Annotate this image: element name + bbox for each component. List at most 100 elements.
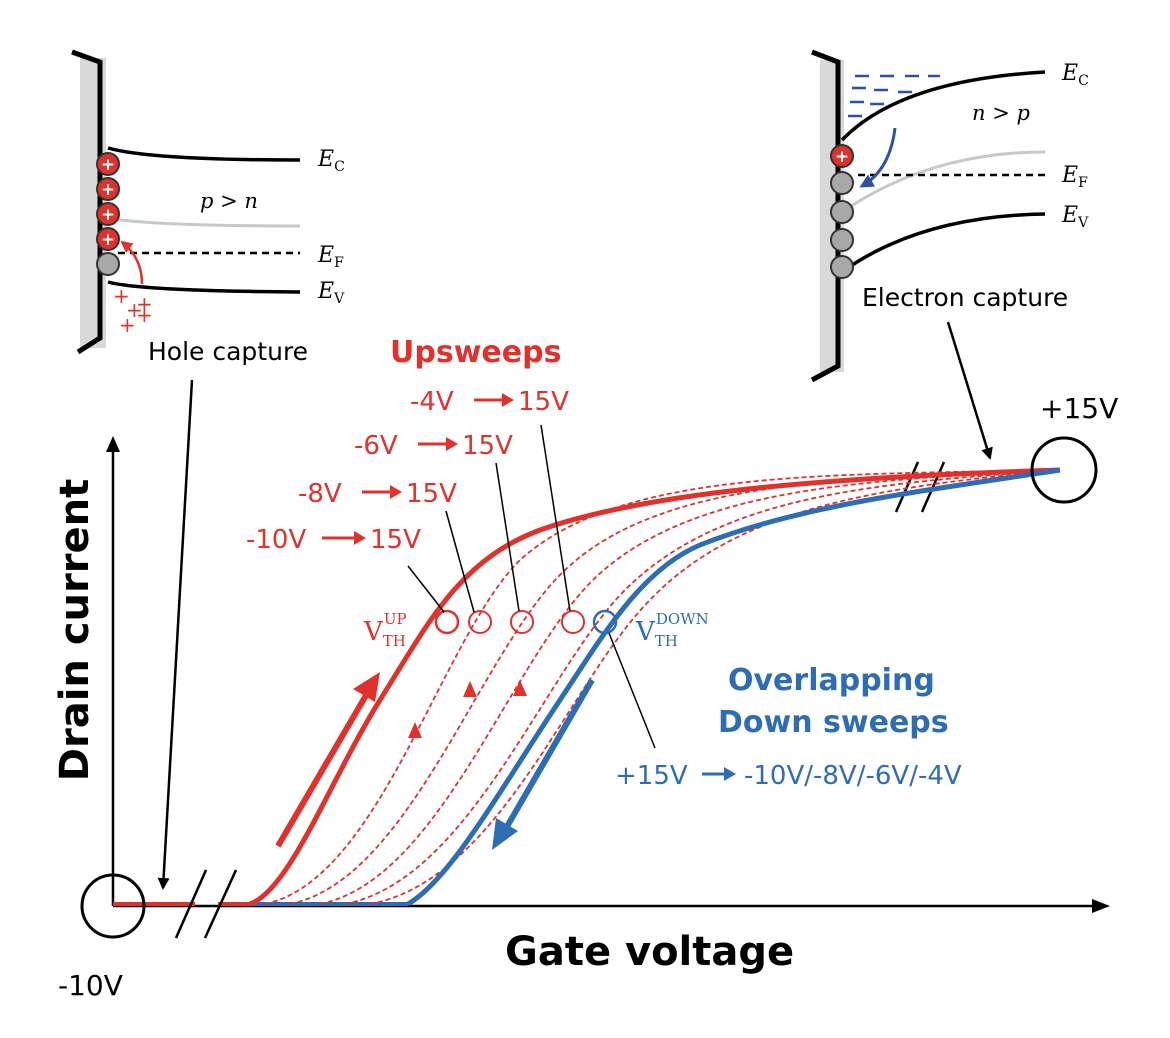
filled-trap [96, 227, 120, 251]
dashed-curve-arrow [513, 680, 527, 696]
free-electrons [848, 74, 940, 118]
interface-line-left [71, 49, 103, 355]
svg-text:-4V: -4V [410, 387, 454, 417]
valence-band-right [840, 212, 1046, 274]
x-axis-label: Gate voltage [505, 929, 794, 975]
downsweeps-title-line1: Overlapping [728, 663, 935, 698]
intrinsic-level-right [841, 150, 1046, 214]
electron-capture-band-diagram: + EC EF EV n > p Electron capture [810, 49, 1089, 460]
downsweep-direction-arrow [502, 678, 595, 832]
free-hole: + [119, 313, 136, 337]
end-voltage-marker [1030, 436, 1098, 504]
upsweep-curve-dashed [369, 469, 1061, 905]
leader-line [540, 424, 571, 612]
x-axis-break-mark [174, 869, 208, 939]
upsweep-curve-main [249, 467, 1061, 907]
upsweeps-title: Upsweeps [390, 335, 561, 370]
trap-plus: + [835, 147, 849, 167]
electron-trap-states: + [830, 144, 854, 279]
hole-capture-arrow [120, 240, 144, 285]
end-voltage-label: +15V [1040, 392, 1118, 425]
free-hole: + [136, 292, 153, 316]
downsweep-direction-arrowhead [492, 818, 518, 850]
intrinsic-level-left [107, 216, 301, 228]
svg-text:15V: 15V [462, 431, 513, 461]
vth-down-label: VTHDOWN [635, 610, 709, 650]
svg-text:15V: 15V [518, 387, 569, 417]
upsweep-direction-arrowhead [353, 672, 380, 702]
downsweeps-title-line2: Down sweeps [718, 705, 949, 740]
upsweep-curve-dashed [319, 469, 1061, 905]
ec-label-left: EC [317, 147, 345, 175]
free-hole: + [136, 303, 153, 327]
hole-capture-pointer [157, 379, 194, 890]
filled-trap [96, 152, 120, 176]
vth-sweep-marker [510, 610, 534, 634]
transfer-curve-plot: Gate voltage Drain current -10 [52, 335, 1118, 1002]
empty-trap [830, 171, 854, 195]
ef-label-right: EF [1061, 163, 1088, 191]
vth-up-label: VTHUP [363, 610, 407, 650]
upsweep-curve-dashed [344, 469, 1061, 905]
trap-plus: + [101, 205, 115, 225]
ef-label-left: EF [317, 243, 344, 271]
empty-trap [830, 255, 854, 279]
svg-text:-10V: -10V [246, 525, 306, 555]
svg-text:+15V: +15V [615, 761, 688, 791]
dashed-curve-arrow [463, 681, 477, 697]
dashed-curve-arrow [408, 722, 422, 738]
leader-line [445, 510, 475, 613]
ec-label-right: EC [1061, 61, 1089, 89]
empty-trap [830, 200, 854, 224]
svg-text:15V: 15V [406, 479, 457, 509]
conduction-band-right [840, 70, 1046, 142]
filled-trap [96, 202, 120, 226]
ev-label-left: EV [317, 279, 345, 307]
start-voltage-label: -10V [58, 969, 123, 1002]
leader-line [495, 462, 520, 612]
hole-capture-caption: Hole capture [148, 337, 308, 366]
upsweep-label-6v: -6V 15V [354, 431, 513, 461]
upsweep-curve-dashed [264, 469, 1061, 905]
vth-sweep-marker [468, 610, 492, 634]
svg-text:-10V/-8V/-6V/-4V: -10V/-8V/-6V/-4V [744, 761, 962, 791]
ev-label-right: EV [1061, 203, 1089, 231]
svg-text:15V: 15V [370, 525, 421, 555]
svg-text:-6V: -6V [354, 431, 398, 461]
y-axis-label: Drain current [52, 479, 98, 781]
curve-break-mark [894, 461, 920, 513]
x-axis-arrowhead [1092, 899, 1110, 913]
empty-trap [830, 228, 854, 252]
upsweep-label-8v: -8V 15V [298, 479, 457, 509]
upsweep-label-10v: -10V 15V [246, 525, 421, 555]
valence-band-left [107, 280, 301, 294]
free-hole: + [126, 298, 143, 322]
svg-text:-8V: -8V [298, 479, 342, 509]
downsweep-curve [406, 467, 1061, 907]
x-axis-break-mark [203, 869, 238, 939]
trap-plus: + [101, 180, 115, 200]
carrier-relation-right: n > p [972, 101, 1030, 125]
upsweep-direction-arrow [275, 690, 371, 848]
leader-line [407, 565, 445, 613]
empty-trap [96, 252, 120, 276]
free-hole: + [113, 284, 130, 308]
y-axis-arrowhead [106, 436, 120, 452]
upsweep-curve-dashed [289, 469, 1061, 905]
downsweep-range-label: +15V -10V/-8V/-6V/-4V [615, 761, 962, 791]
filled-trap [96, 177, 120, 201]
vth-sweep-marker [561, 610, 585, 634]
electron-capture-pointer [946, 321, 993, 460]
electron-capture-caption: Electron capture [862, 283, 1068, 312]
trap-plus: + [101, 155, 115, 175]
carrier-relation-left: p > n [200, 189, 258, 213]
upsweep-label-4v: -4V 15V [410, 387, 569, 417]
start-voltage-marker [80, 873, 146, 939]
filled-trap [830, 144, 854, 168]
electron-capture-arrow [859, 127, 897, 188]
leader-line [608, 632, 656, 749]
hole-capture-band-diagram: + + + + + + + + + EC EF EV p > n Hole ca… [71, 49, 345, 890]
vth-down-marker [592, 609, 618, 635]
